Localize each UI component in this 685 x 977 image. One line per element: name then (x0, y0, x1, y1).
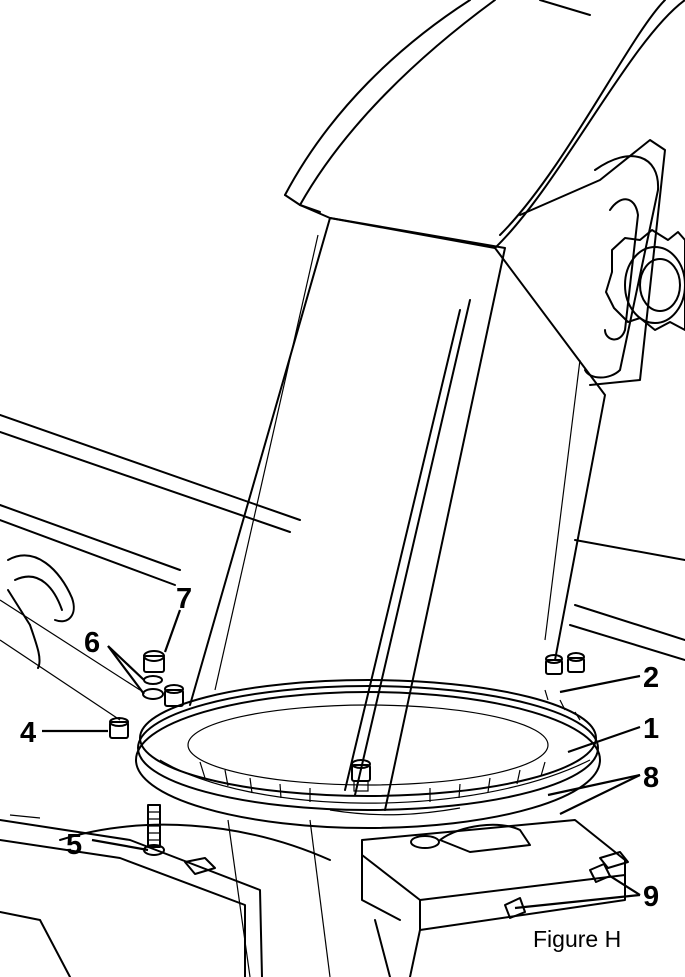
ring-nut-right-a (545, 654, 563, 675)
washers-part (142, 675, 164, 700)
leader-7 (163, 609, 182, 653)
leader-6a (107, 645, 145, 681)
chute-body (189, 204, 606, 811)
callout-7: 7 (176, 583, 192, 615)
callout-2: 2 (643, 662, 659, 694)
leader-9b (609, 875, 641, 896)
leader-5 (91, 838, 149, 852)
rotation-ring (135, 679, 601, 829)
callout-leaders (42, 609, 641, 910)
ring-nut-left (164, 684, 184, 707)
figure-caption: Figure H (533, 926, 621, 952)
leader-1 (567, 725, 641, 754)
leader-8a (547, 773, 641, 797)
ring-nut-front (351, 759, 371, 792)
callout-labels: 1 2 4 5 6 7 8 9 (20, 583, 659, 913)
housing-frame (0, 414, 685, 721)
hex-nut-part (143, 650, 165, 673)
mount-bracket (227, 819, 629, 977)
leader-2 (559, 674, 641, 694)
callout-8: 8 (643, 762, 659, 794)
callout-5: 5 (66, 829, 82, 861)
lower-housing-left (0, 814, 331, 977)
tilt-knob (605, 229, 685, 331)
callout-9: 9 (643, 881, 659, 913)
deflector-hood (284, 0, 685, 386)
callout-6: 6 (84, 627, 100, 659)
ring-nut-right-b (567, 652, 585, 673)
leader-8b (559, 774, 641, 815)
leader-9a (514, 893, 641, 910)
leader-6b (107, 645, 145, 695)
callout-1: 1 (643, 713, 659, 745)
spacer-part (109, 717, 129, 739)
callout-4: 4 (20, 717, 36, 749)
left-clip-bracket (7, 554, 75, 669)
ring-fasteners (164, 652, 585, 792)
